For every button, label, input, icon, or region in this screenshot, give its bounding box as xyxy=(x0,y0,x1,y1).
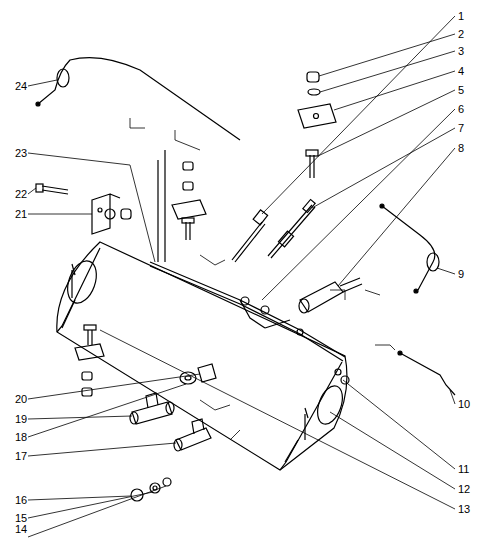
plate xyxy=(172,200,206,219)
callout-number: 2 xyxy=(457,28,465,40)
fuel-gauge-rod xyxy=(232,222,265,262)
callout-number: 16 xyxy=(14,494,28,506)
callout-number: 22 xyxy=(14,188,28,200)
callout-number: 21 xyxy=(14,208,28,220)
bolt xyxy=(42,186,68,194)
callout-number: 4 xyxy=(457,65,465,77)
bolt xyxy=(310,155,314,178)
pipe xyxy=(150,262,345,357)
tank-outline xyxy=(57,242,347,470)
rod xyxy=(268,205,315,258)
callout-number: 13 xyxy=(457,503,471,515)
callout-number: 19 xyxy=(14,413,28,425)
callout-number: 12 xyxy=(457,483,471,495)
cable xyxy=(382,206,435,290)
callout-number: 24 xyxy=(14,80,28,92)
callout-number: 11 xyxy=(457,463,470,475)
sensor xyxy=(300,282,343,312)
tank-end-left xyxy=(62,257,101,307)
tank-edge xyxy=(57,248,100,332)
callout-number: 10 xyxy=(457,398,471,410)
callout-number: 5 xyxy=(457,84,465,96)
callout-number: 15 xyxy=(14,512,28,524)
cable xyxy=(400,353,455,395)
tank-edge xyxy=(280,362,342,470)
callout-number: 9 xyxy=(457,268,465,280)
washer xyxy=(163,478,171,486)
nut xyxy=(198,364,216,382)
pipe xyxy=(150,266,343,361)
cable xyxy=(38,58,240,140)
callout-number: 8 xyxy=(457,142,465,154)
plate xyxy=(298,104,336,128)
callout-number: 20 xyxy=(14,393,28,405)
callout-number: 23 xyxy=(14,147,28,159)
callout-number: 14 xyxy=(14,523,28,535)
bracket xyxy=(92,194,120,234)
callout-number: 7 xyxy=(457,122,465,134)
callout-number: 1 xyxy=(457,10,465,22)
callout-number: 3 xyxy=(457,45,465,57)
callout-number: 6 xyxy=(457,103,465,115)
washer xyxy=(180,372,196,384)
callout-number: 17 xyxy=(14,450,28,462)
callout-number: 18 xyxy=(14,431,28,443)
nut xyxy=(307,72,319,82)
tank-end-right xyxy=(313,382,347,427)
washer xyxy=(308,89,320,95)
